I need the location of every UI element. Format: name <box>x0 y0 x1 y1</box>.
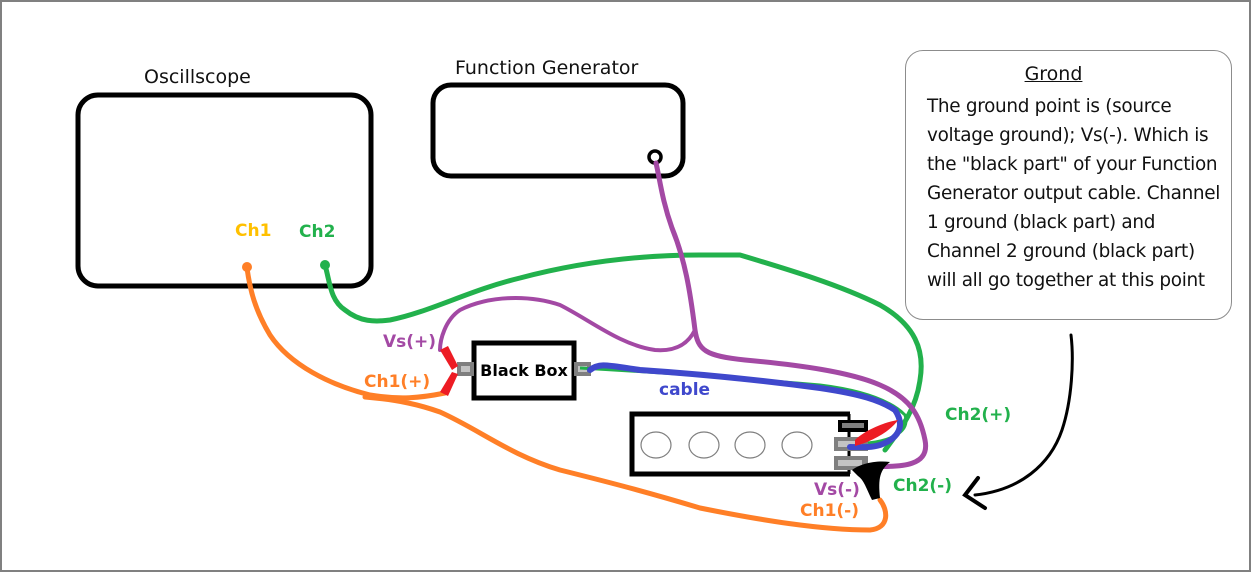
ch1-plus-red-clip <box>440 372 458 396</box>
vs-plus-lead <box>438 296 697 353</box>
ch1-minus-label: Ch1(-) <box>800 501 860 521</box>
vs-minus-label: Vs(-) <box>814 480 860 500</box>
breadboard-hole <box>688 431 720 459</box>
ground-pointer-arrow <box>973 333 1074 497</box>
arrowhead <box>962 476 987 510</box>
breadboard <box>629 411 868 477</box>
black-box <box>471 340 577 401</box>
ch1-plus-label: Ch1(+) <box>364 372 431 392</box>
ground-note-box: Grond The ground point is (source voltag… <box>905 50 1232 320</box>
vs-wire <box>653 160 929 469</box>
black-box-label: Black Box <box>480 361 568 380</box>
ch2-probe-tip <box>320 260 330 270</box>
ch1-input-label: Ch1 <box>235 221 272 241</box>
ch1-probe-tip <box>242 262 252 272</box>
cable-label: cable <box>659 380 711 400</box>
ch2-plus-label: Ch2(+) <box>945 405 1012 425</box>
ground-note-body: The ground point is (source voltage grou… <box>927 96 1221 291</box>
function-generator-box <box>430 82 686 179</box>
vs-plus-label: Vs(+) <box>383 332 437 352</box>
vs-plus-red-clip <box>440 346 458 370</box>
ch1-minus-wire <box>362 394 889 533</box>
ch2-wire <box>322 252 924 453</box>
ground-note-title: Grond <box>1024 63 1083 85</box>
oscilloscope-box <box>75 92 374 289</box>
ch2-minus-label: Ch2(-) <box>893 476 953 496</box>
ch2-input-label: Ch2 <box>299 222 336 242</box>
breadboard-hole <box>734 431 766 459</box>
ch1-wire <box>244 265 448 401</box>
breadboard-hole <box>781 431 813 459</box>
function-generator-title: Function Generator <box>455 57 639 79</box>
breadboard-hole <box>640 431 672 459</box>
ground-black-clip <box>852 461 890 500</box>
oscilloscope-title: Oscillscope <box>144 66 251 88</box>
cable-wire <box>587 362 903 451</box>
cable-red-clip <box>855 420 898 446</box>
